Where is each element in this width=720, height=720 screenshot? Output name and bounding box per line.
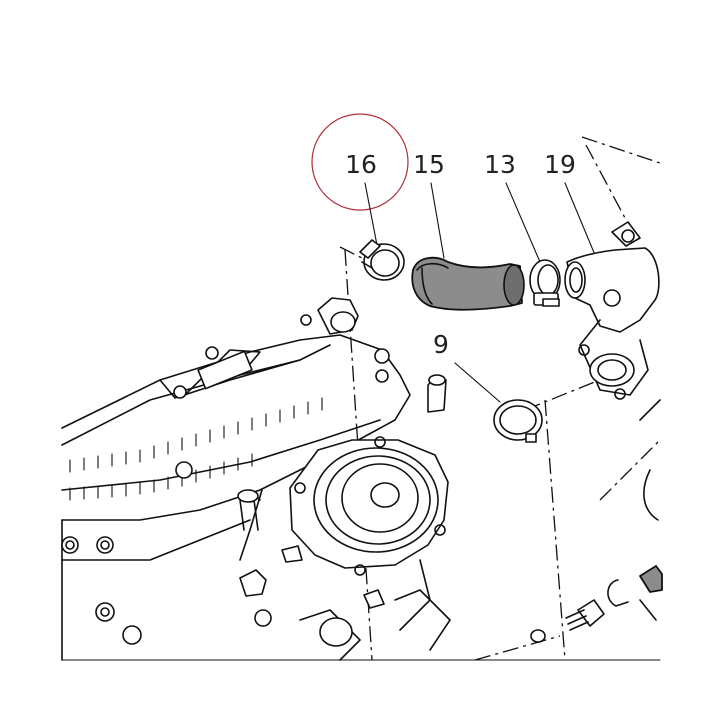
lower-right-parts <box>530 399 663 643</box>
leader-9 <box>454 362 501 403</box>
leader-16 <box>364 182 378 246</box>
callout-9[interactable]: 9 <box>433 330 449 359</box>
part-15-hose[interactable] <box>411 256 525 311</box>
leader-19 <box>564 182 596 256</box>
assembly-axis-lines <box>339 136 661 661</box>
callout-13[interactable]: 13 <box>484 150 516 179</box>
part-16-clamp[interactable] <box>359 239 405 281</box>
leader-15 <box>430 182 445 259</box>
fasteners <box>61 489 385 645</box>
axis-gasket-9 <box>524 374 613 411</box>
leader-lines <box>364 182 596 403</box>
cylinder-head-casting <box>61 297 447 661</box>
part-19-thermostat-housing[interactable] <box>564 221 660 400</box>
part-13-clamp[interactable] <box>529 259 561 307</box>
highlight-circle-16 <box>311 113 409 211</box>
axis-vertical-right <box>544 399 566 661</box>
axis-bottom <box>474 635 561 661</box>
part-9-gasket[interactable] <box>493 399 543 443</box>
callout-19[interactable]: 19 <box>544 150 576 179</box>
callout-16[interactable]: 16 <box>345 150 377 179</box>
leader-13 <box>505 182 541 263</box>
callout-15[interactable]: 15 <box>413 150 445 179</box>
axis-lower-right <box>599 439 661 501</box>
axis-thermostat-top <box>581 136 661 164</box>
callout-labels: 16 15 13 19 9 <box>345 150 576 359</box>
axis-thermostat-left <box>585 144 626 219</box>
cylinder-port-flange <box>239 436 451 661</box>
